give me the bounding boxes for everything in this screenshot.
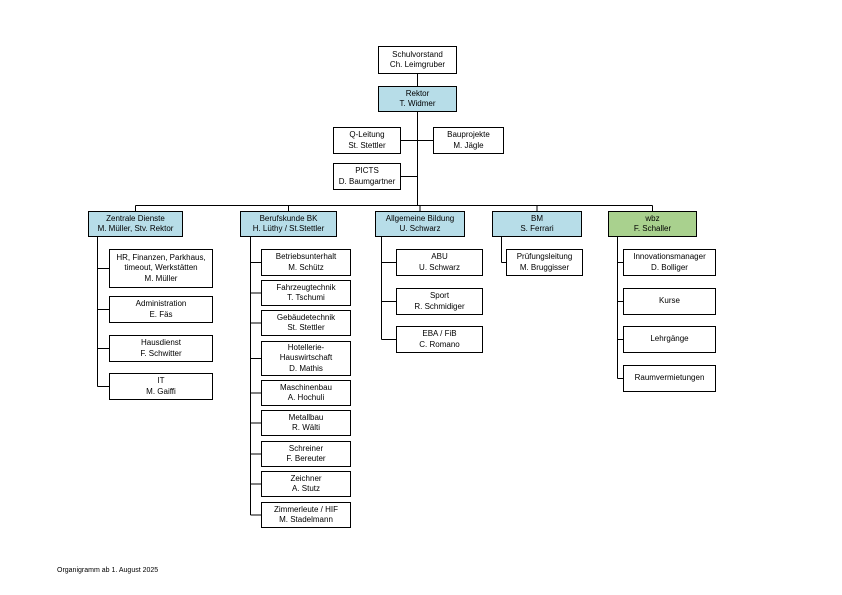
org-node-text: M. Müller, Stv. Rektor bbox=[97, 224, 174, 233]
org-node-text: M. Stadelmann bbox=[279, 515, 333, 524]
org-node-hr: HR, Finanzen, Parkhaus,timeout, Werkstät… bbox=[109, 249, 213, 288]
org-node-text: Kurse bbox=[659, 296, 680, 306]
org-node-text: U. Schwarz bbox=[419, 262, 460, 272]
org-node-text: D. Mathis bbox=[289, 363, 323, 373]
org-node-text: Hotellerie- bbox=[287, 342, 325, 352]
org-node-text: Rektor bbox=[405, 88, 430, 98]
org-node-text: Zentrale Dienste bbox=[106, 213, 165, 223]
org-node-text: Betriebsunterhalt bbox=[275, 252, 337, 261]
org-node-text: timeout, Werkstätten bbox=[124, 263, 198, 273]
org-node-text: Q-Leitung bbox=[349, 130, 385, 139]
org-node-text: U. Schwarz bbox=[399, 224, 441, 233]
org-node-text: Bauprojekte bbox=[447, 130, 490, 139]
org-node-raumvermietungen: Raumvermietungen bbox=[623, 365, 716, 392]
org-node-text: S. Ferrari bbox=[520, 224, 554, 233]
org-node-text: Zeichner bbox=[290, 473, 322, 483]
footer-caption: Organigramm ab 1. August 2025 bbox=[57, 567, 159, 574]
org-node-text: Administration bbox=[135, 299, 187, 308]
org-node-text: wbz bbox=[645, 213, 660, 223]
org-node-text: M. Jägle bbox=[453, 140, 484, 150]
org-node-text: D. Bolliger bbox=[651, 262, 688, 272]
org-node-text: F. Bereuter bbox=[286, 454, 326, 463]
org-node-text: R. Wälti bbox=[292, 423, 320, 432]
org-node-text: Prüfungsleitung bbox=[516, 252, 573, 261]
org-node-text: Maschinenbau bbox=[279, 382, 333, 392]
org-node-text: St. Stettler bbox=[287, 323, 325, 332]
org-node-text: Lehrgänge bbox=[650, 334, 689, 344]
org-node-text: BM bbox=[531, 213, 543, 223]
org-node-text: E. Fäs bbox=[149, 309, 173, 319]
org-node-text: T. Widmer bbox=[399, 99, 436, 108]
org-node-text: Sport bbox=[429, 291, 450, 300]
org-node-text: Gebäudetechnik bbox=[276, 312, 336, 322]
org-node-text: Schulvorstand bbox=[392, 49, 443, 59]
org-node-text: HR, Finanzen, Parkhaus, bbox=[116, 252, 206, 262]
org-node-text: PICTS bbox=[355, 166, 379, 175]
org-node-text: Innovationsmanager bbox=[633, 252, 706, 261]
org-node-text: Hauswirtschaft bbox=[279, 353, 333, 363]
org-node-text: M. Müller bbox=[144, 273, 178, 283]
org-node-text: Fahrzeugtechnik bbox=[276, 282, 336, 292]
org-node-text: M. Bruggisser bbox=[519, 262, 570, 272]
org-node-text: M. Gaiffi bbox=[146, 386, 176, 396]
org-node-text: R. Schmidiger bbox=[414, 301, 465, 311]
org-node-text: F. Schaller bbox=[633, 224, 672, 233]
org-node-text: M. Schütz bbox=[288, 262, 324, 272]
org-node-kurse: Kurse bbox=[623, 288, 716, 315]
org-node-text: Hausdienst bbox=[140, 338, 182, 347]
org-node-text: Schreiner bbox=[288, 443, 324, 453]
org-node-text: Metallbau bbox=[288, 412, 324, 422]
org-node-text: A. Stutz bbox=[291, 484, 320, 493]
org-node-text: F. Schwitter bbox=[140, 348, 182, 358]
org-node-text: ABU bbox=[431, 252, 448, 261]
org-node-text: D. Baumgartner bbox=[338, 176, 396, 186]
org-node-text: Raumvermietungen bbox=[634, 373, 705, 383]
org-node-text: Berufskunde BK bbox=[259, 213, 318, 223]
org-node-text: H. Lüthy / St.Stettler bbox=[252, 224, 325, 233]
org-node-text: St. Stettler bbox=[348, 140, 386, 150]
org-node-text: A. Hochuli bbox=[287, 393, 325, 402]
org-node-lehrgaenge: Lehrgänge bbox=[623, 326, 716, 353]
org-node-text: Allgemeine Bildung bbox=[385, 213, 455, 223]
org-node-text: IT bbox=[157, 376, 165, 385]
org-node-text: T. Tschumi bbox=[287, 293, 325, 302]
org-node-text: Zimmerleute / HIF bbox=[273, 504, 338, 514]
org-node-text: EBA / FiB bbox=[422, 329, 457, 338]
org-node-text: Ch. Leimgruber bbox=[389, 60, 446, 69]
org-node-text: C. Romano bbox=[419, 339, 460, 349]
